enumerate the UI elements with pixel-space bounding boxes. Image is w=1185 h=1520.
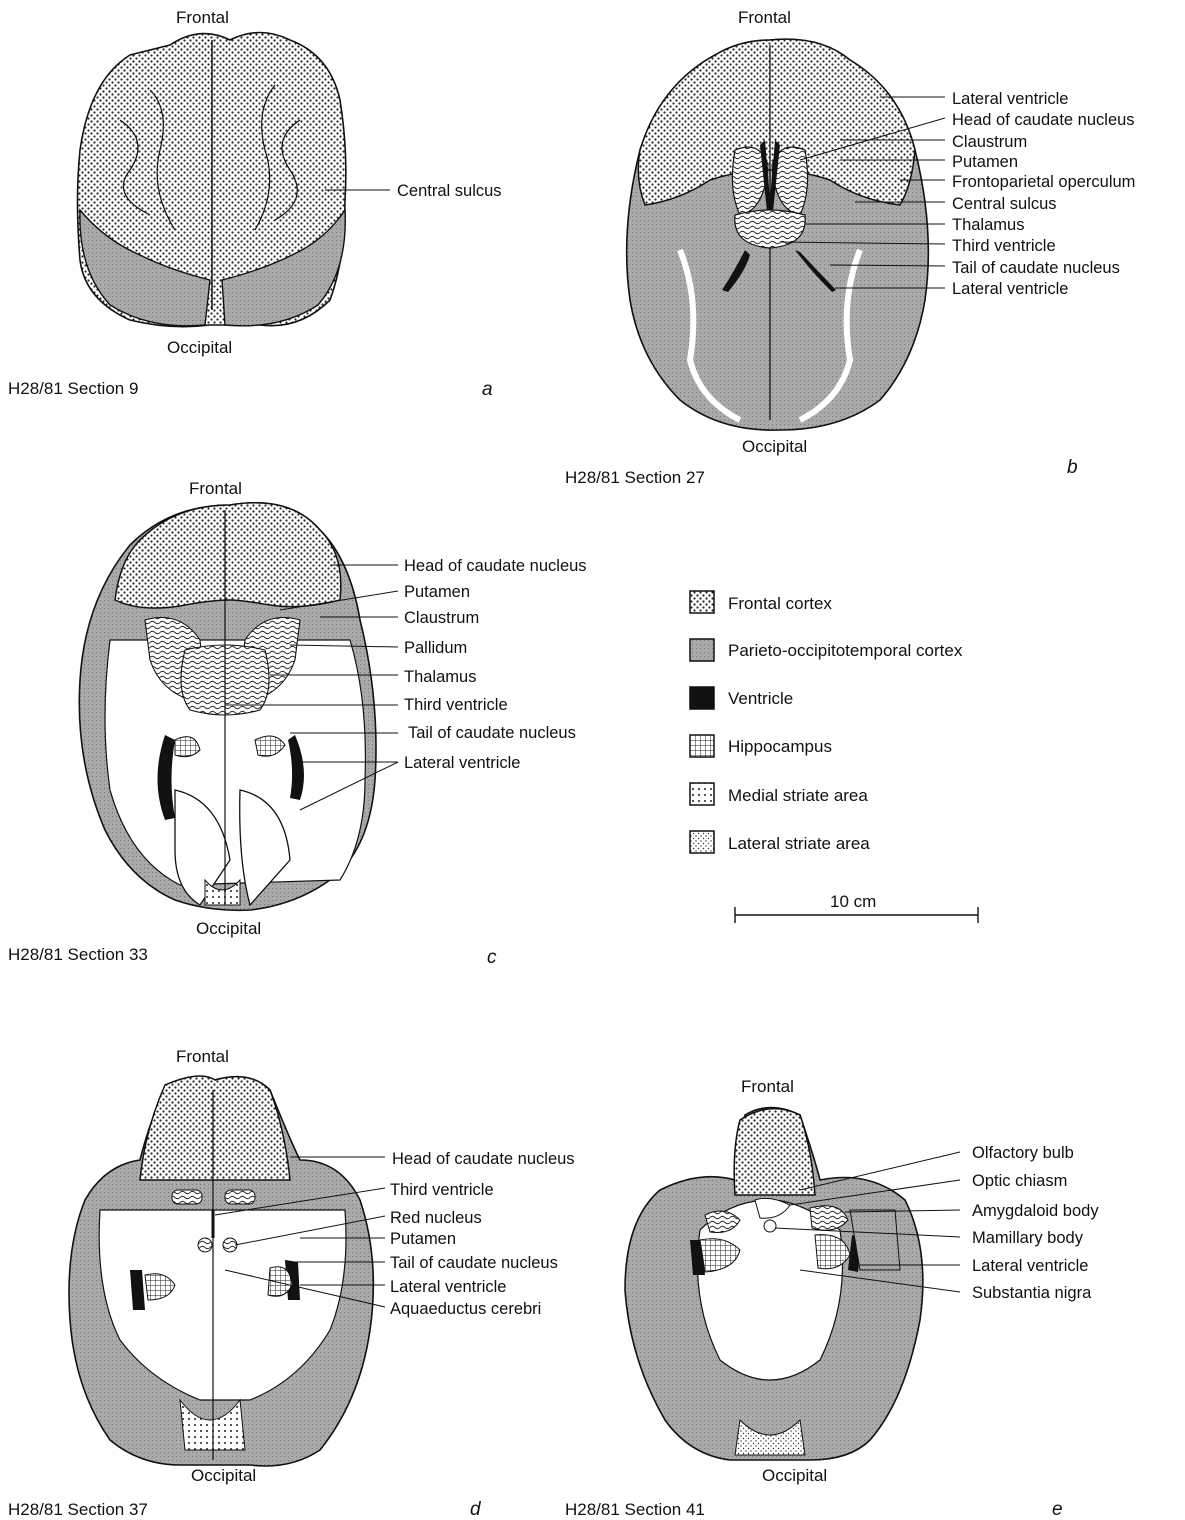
- panel-a-frontal-label: Frontal: [176, 8, 229, 28]
- panel-d-label-putamen: Putamen: [390, 1229, 456, 1249]
- panel-b-label-third-ventricle: Third ventricle: [952, 236, 1056, 256]
- panel-d-frontal-label: Frontal: [176, 1047, 229, 1067]
- scale-bar-label: 10 cm: [830, 892, 876, 912]
- panel-a-label-central-sulcus: Central sulcus: [397, 181, 502, 201]
- panel-b-label-lateral-ventricle: Lateral ventricle: [952, 89, 1068, 109]
- panel-a-letter: a: [482, 380, 493, 400]
- panel-b-label-central-sulcus: Central sulcus: [952, 194, 1057, 214]
- panel-c-frontal-label: Frontal: [189, 479, 242, 499]
- legend-swatches: [690, 591, 714, 853]
- panel-b-label-head-caudate: Head of caudate nucleus: [952, 110, 1135, 130]
- panel-b-label-lateral-ventricle-2: Lateral ventricle: [952, 279, 1068, 299]
- panel-d-label-aquaeductus: Aquaeductus cerebri: [390, 1299, 541, 1319]
- panel-e-label-amygdaloid-body: Amygdaloid body: [972, 1201, 1099, 1221]
- panel-d-label-third-ventricle: Third ventricle: [390, 1180, 494, 1200]
- panel-a-section: [78, 33, 391, 327]
- panel-b-label-claustrum: Claustrum: [952, 132, 1027, 152]
- legend-label-ventricle: Ventricle: [728, 689, 793, 709]
- panel-b-letter: b: [1067, 458, 1078, 478]
- panel-c-section: [79, 503, 398, 911]
- panel-b-label-frontoparietal-operculum: Frontoparietal operculum: [952, 172, 1135, 192]
- legend-label-frontal-cortex: Frontal cortex: [728, 594, 832, 614]
- panel-a-occipital-label: Occipital: [167, 338, 232, 358]
- panel-e-section: [625, 1108, 960, 1461]
- panel-d-letter: d: [470, 1500, 481, 1520]
- panel-c-label-head-caudate: Head of caudate nucleus: [404, 556, 587, 576]
- legend-label-hippocampus: Hippocampus: [728, 737, 832, 757]
- panel-b-label-tail-caudate: Tail of caudate nucleus: [952, 258, 1120, 278]
- panel-a-caption: H28/81 Section 9: [8, 379, 138, 399]
- panel-e-caption: H28/81 Section 41: [565, 1500, 705, 1520]
- legend-label-parieto-occipitotemporal: Parieto-occipitotemporal cortex: [728, 641, 962, 661]
- panel-b-frontal-label: Frontal: [738, 8, 791, 28]
- panel-d-occipital-label: Occipital: [191, 1466, 256, 1486]
- panel-c-label-pallidum: Pallidum: [404, 638, 467, 658]
- panel-d-caption: H28/81 Section 37: [8, 1500, 148, 1520]
- panel-c-label-claustrum: Claustrum: [404, 608, 479, 628]
- panel-d-label-tail-caudate: Tail of caudate nucleus: [390, 1253, 558, 1273]
- panel-b-label-putamen: Putamen: [952, 152, 1018, 172]
- panel-d-section: [69, 1076, 385, 1466]
- panel-c-label-putamen: Putamen: [404, 582, 470, 602]
- panel-e-letter: e: [1052, 1500, 1063, 1520]
- panel-e-occipital-label: Occipital: [762, 1466, 827, 1486]
- panel-e-label-olfactory-bulb: Olfactory bulb: [972, 1143, 1074, 1163]
- panel-c-occipital-label: Occipital: [196, 919, 261, 939]
- panel-e-label-lateral-ventricle: Lateral ventricle: [972, 1256, 1088, 1276]
- panel-c-label-lateral-ventricle: Lateral ventricle: [404, 753, 520, 773]
- panel-b-label-thalamus: Thalamus: [952, 215, 1024, 235]
- panel-c-label-tail-caudate: Tail of caudate nucleus: [408, 723, 576, 743]
- panel-e-label-optic-chiasm: Optic chiasm: [972, 1171, 1067, 1191]
- panel-e-label-substantia-nigra: Substantia nigra: [972, 1283, 1091, 1303]
- panel-b-caption: H28/81 Section 27: [565, 468, 705, 488]
- panel-c-label-thalamus: Thalamus: [404, 667, 476, 687]
- legend-label-lateral-striate: Lateral striate area: [728, 834, 870, 854]
- panel-b-section: [627, 39, 945, 430]
- panel-c-caption: H28/81 Section 33: [8, 945, 148, 965]
- panel-e-frontal-label: Frontal: [741, 1077, 794, 1097]
- panel-d-label-lateral-ventricle: Lateral ventricle: [390, 1277, 506, 1297]
- panel-d-label-head-caudate: Head of caudate nucleus: [392, 1149, 575, 1169]
- panel-c-letter: c: [487, 948, 497, 968]
- panel-c-label-third-ventricle: Third ventricle: [404, 695, 508, 715]
- panel-d-label-red-nucleus: Red nucleus: [390, 1208, 482, 1228]
- legend-label-medial-striate: Medial striate area: [728, 786, 868, 806]
- panel-b-occipital-label: Occipital: [742, 437, 807, 457]
- panel-e-label-mamillary-body: Mamillary body: [972, 1228, 1083, 1248]
